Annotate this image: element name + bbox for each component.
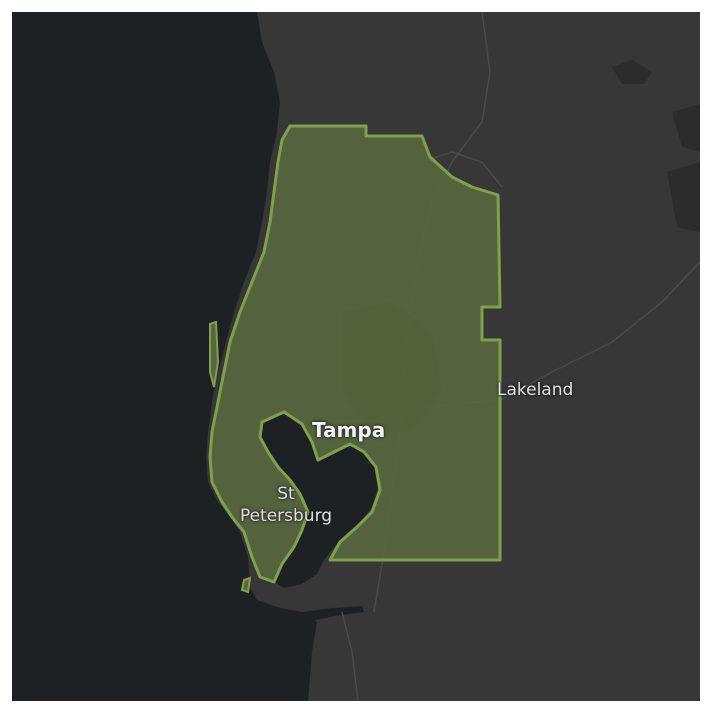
st-petersburg-line-2: Petersburg [239, 506, 333, 526]
city-label-lakeland: Lakeland [497, 380, 574, 400]
tampa-bay-water [260, 412, 378, 588]
road-south [341, 611, 359, 701]
inland-lake-patch-2 [672, 104, 700, 152]
city-label-st-petersburg: St Petersburg [234, 483, 338, 527]
region-interior-shade [342, 302, 442, 432]
city-label-tampa: Tampa [312, 418, 386, 442]
map-canvas [12, 12, 700, 701]
inland-lake-patch-1 [612, 60, 652, 84]
island-north [209, 320, 220, 388]
inland-lake-patch-3 [667, 162, 700, 232]
hillsborough-bay-water [330, 460, 362, 507]
manatee-river-water [302, 606, 364, 622]
st-petersburg-line-1: St [277, 484, 295, 504]
road-northeast [421, 151, 503, 188]
coastal-islands [209, 320, 252, 594]
map-viewport[interactable]: Tampa Lakeland St Petersburg [12, 12, 700, 701]
island-south [240, 576, 252, 594]
gulf-water [12, 12, 317, 701]
